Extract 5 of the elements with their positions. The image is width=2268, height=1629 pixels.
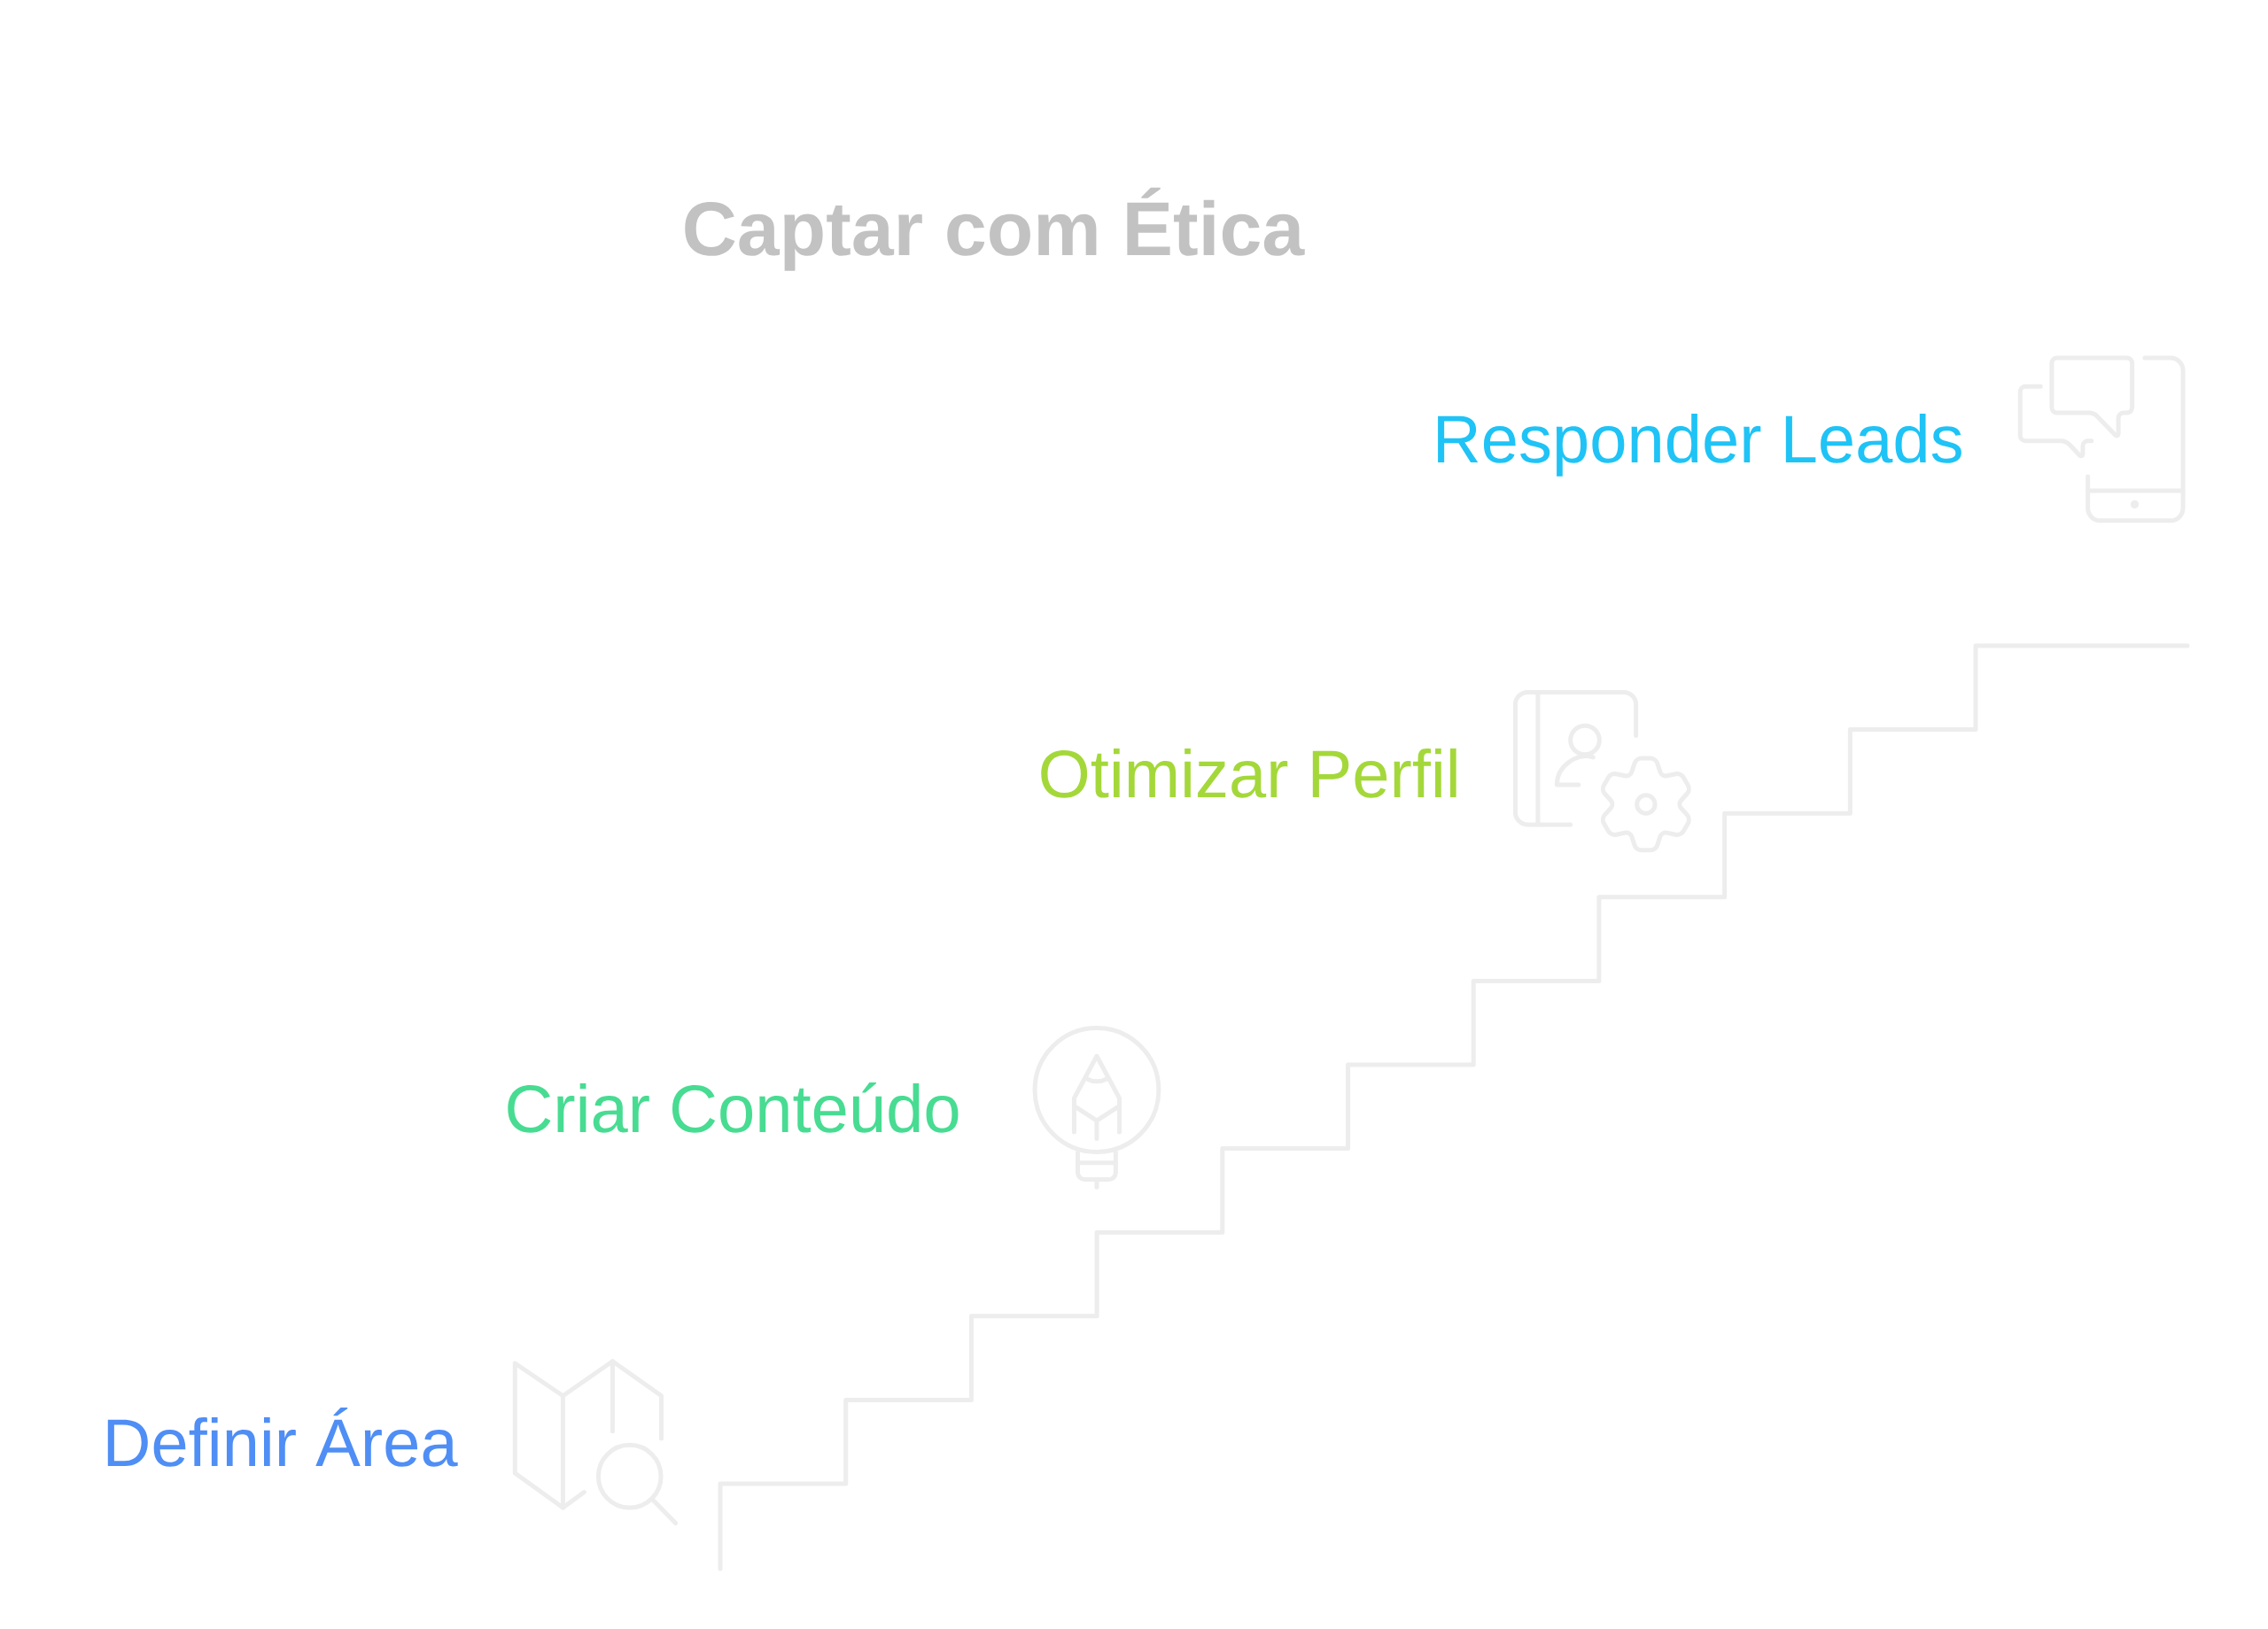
step-label: Criar Conteúdo bbox=[508, 1082, 959, 1133]
step-label: Definir Área bbox=[107, 1408, 458, 1467]
step-label: Responder Leads bbox=[1438, 413, 1961, 477]
title: Captar com Ética bbox=[685, 187, 1305, 271]
step-label: Otimizar Perfil bbox=[1041, 748, 1456, 798]
